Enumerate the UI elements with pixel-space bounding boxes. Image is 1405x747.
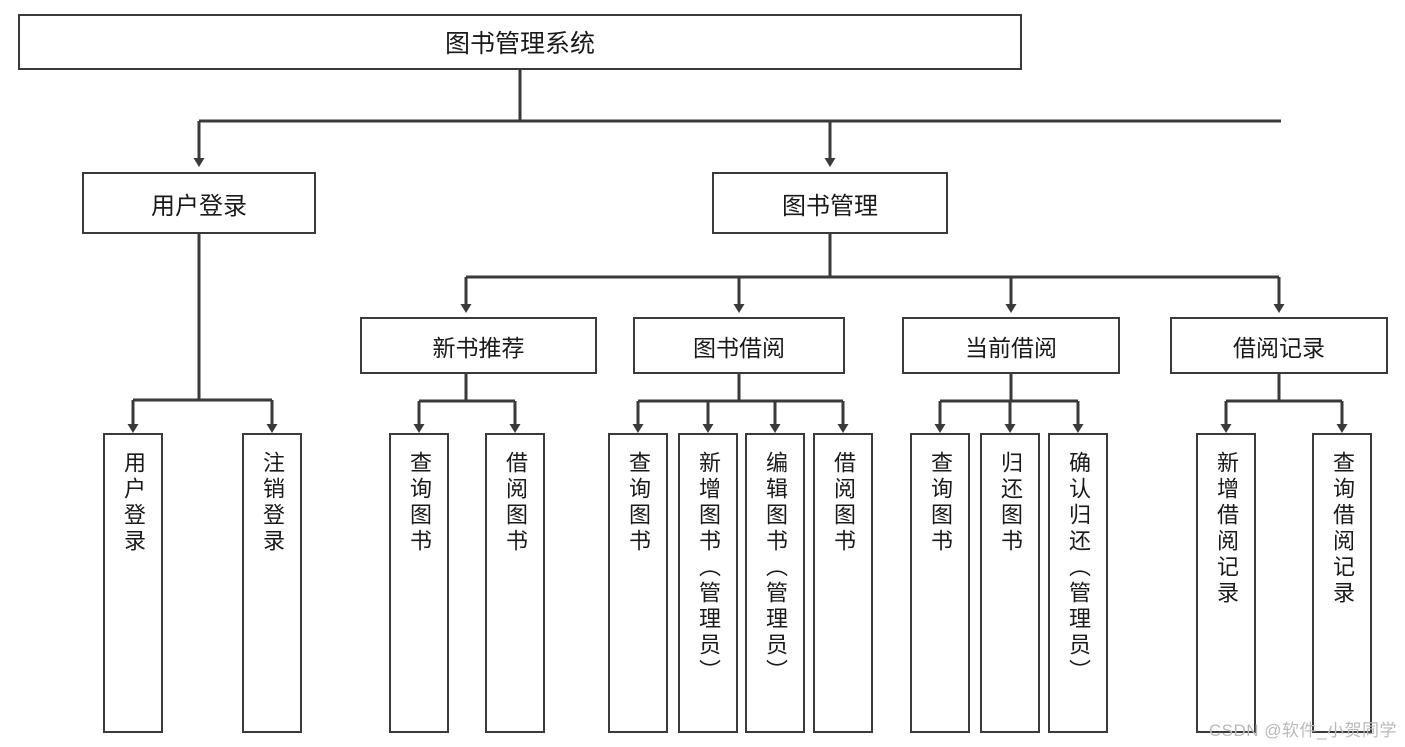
node-book-management[interactable]: 图书管理 [712, 172, 948, 234]
watermark: CSDN @软件_小贺同学 [1208, 721, 1397, 740]
leaf-borrow-edit-book[interactable]: 编辑图书（管理员） [745, 433, 805, 733]
leaf-label: 查询图书 [626, 451, 651, 555]
node-new-book-recommend[interactable]: 新书推荐 [360, 317, 597, 374]
leaf-record-add[interactable]: 新增借阅记录 [1196, 433, 1256, 733]
leaf-label: 借阅图书 [831, 451, 856, 555]
leaf-label: 确认归还（管理员） [1066, 451, 1091, 685]
leaf-label: 注销登录 [260, 451, 285, 555]
node-new-book-recommend-label: 新书推荐 [432, 334, 525, 361]
leaf-label: 新增借阅记录 [1214, 451, 1239, 607]
leaf-record-query[interactable]: 查询借阅记录 [1312, 433, 1372, 733]
leaf-user-login-logout[interactable]: 注销登录 [242, 433, 302, 733]
leaf-new-book-query[interactable]: 查询图书 [389, 433, 449, 733]
leaf-borrow-borrow-book[interactable]: 借阅图书 [813, 433, 873, 733]
leaf-label: 编辑图书（管理员） [763, 451, 788, 685]
leaf-current-query-book[interactable]: 查询图书 [910, 433, 970, 733]
node-book-borrow[interactable]: 图书借阅 [633, 317, 845, 374]
node-book-management-label: 图书管理 [782, 192, 878, 220]
leaf-label: 查询图书 [407, 451, 432, 555]
leaf-label: 用户登录 [121, 451, 146, 555]
node-root[interactable]: 图书管理系统 [18, 14, 1022, 70]
leaf-label: 新增图书（管理员） [696, 451, 721, 685]
node-current-borrow[interactable]: 当前借阅 [902, 317, 1120, 374]
leaf-new-book-borrow[interactable]: 借阅图书 [485, 433, 545, 733]
node-borrow-record-label: 借阅记录 [1233, 334, 1325, 361]
leaf-borrow-add-book[interactable]: 新增图书（管理员） [678, 433, 738, 733]
leaf-current-confirm-return[interactable]: 确认归还（管理员） [1048, 433, 1108, 733]
leaf-label: 查询图书 [928, 451, 953, 555]
leaf-label: 归还图书 [998, 451, 1023, 555]
leaf-user-login-login[interactable]: 用户登录 [103, 433, 163, 733]
node-user-login[interactable]: 用户登录 [82, 172, 316, 234]
leaf-label: 借阅图书 [503, 451, 528, 555]
node-user-login-label: 用户登录 [151, 192, 247, 220]
node-book-borrow-label: 图书借阅 [693, 334, 785, 361]
node-current-borrow-label: 当前借阅 [965, 334, 1057, 361]
leaf-borrow-query-book[interactable]: 查询图书 [608, 433, 668, 733]
node-borrow-record[interactable]: 借阅记录 [1170, 317, 1388, 374]
leaf-current-return-book[interactable]: 归还图书 [980, 433, 1040, 733]
leaf-label: 查询借阅记录 [1330, 451, 1355, 607]
node-root-label: 图书管理系统 [444, 30, 595, 58]
